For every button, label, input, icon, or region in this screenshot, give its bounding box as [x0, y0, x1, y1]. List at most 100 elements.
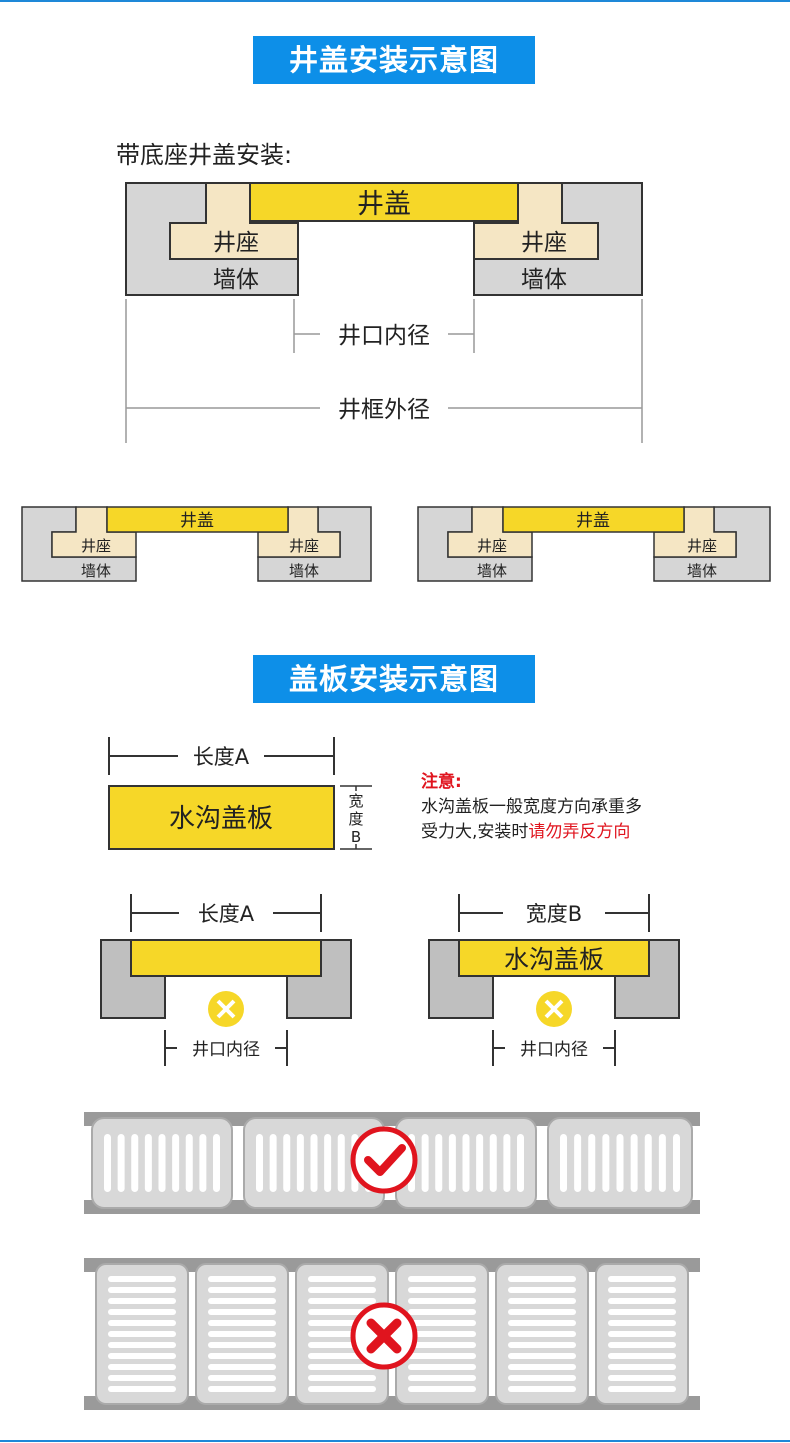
- grate-slot: [283, 1134, 291, 1192]
- grate-slot: [608, 1298, 676, 1304]
- grate-slot: [208, 1320, 276, 1326]
- wall-label-right-small-2: 墙体: [687, 562, 717, 580]
- grate-slot: [608, 1331, 676, 1337]
- grate-slot: [117, 1134, 125, 1192]
- grate-slot: [476, 1134, 484, 1192]
- grate-slot: [408, 1320, 476, 1326]
- grate-slot: [608, 1342, 676, 1348]
- grate-slot: [172, 1134, 180, 1192]
- grate-slot: [108, 1298, 176, 1304]
- grate-slot: [508, 1386, 576, 1392]
- grate-slot: [448, 1134, 456, 1192]
- grate-slot: [517, 1134, 524, 1192]
- grate-slot: [337, 1134, 345, 1192]
- grate-slot: [508, 1320, 576, 1326]
- grate-slot: [296, 1134, 304, 1192]
- cover-label-small-1: 井盖: [180, 511, 214, 531]
- grate-slot: [508, 1353, 576, 1359]
- grate-slot: [308, 1287, 376, 1293]
- grate-slot: [588, 1134, 596, 1192]
- grate-slot: [158, 1134, 166, 1192]
- note-warning-text: 请勿弄反方向: [528, 822, 631, 842]
- grate-slot: [269, 1134, 277, 1192]
- inner-diameter-label: 井口内径: [338, 323, 430, 349]
- cover-label-large: 井盖: [357, 189, 411, 220]
- note-line-1: 水沟盖板一般宽度方向承重多: [421, 797, 642, 817]
- grate-slot: [108, 1386, 176, 1392]
- well-cover-small-diagram-1: 井盖 井座 井座 墙体 墙体: [21, 506, 372, 582]
- grate-slot: [435, 1134, 443, 1192]
- grate-slot: [408, 1331, 476, 1337]
- installation-note: 注意: 水沟盖板一般宽度方向承重多 受力大,安装时请勿弄反方向: [421, 770, 721, 845]
- grate-slot: [199, 1134, 207, 1192]
- grate-slot: [408, 1309, 476, 1315]
- grate-slot: [574, 1134, 582, 1192]
- wall-label-right-small-1: 墙体: [289, 562, 319, 580]
- grate-slot: [408, 1364, 476, 1370]
- grate-slot: [104, 1134, 111, 1192]
- top-border-line: [0, 0, 790, 2]
- install-a-plate: [130, 939, 322, 977]
- grate-slot: [108, 1353, 176, 1359]
- plate-width-char-3: B: [351, 828, 361, 846]
- plate-width-char-1: 宽: [348, 792, 363, 810]
- section1-subtitle: 带底座井盖安装:: [116, 141, 293, 169]
- grate-correct-diagram: [84, 1112, 700, 1214]
- grate-slot: [408, 1353, 476, 1359]
- grate-slot: [503, 1134, 511, 1192]
- grate-slot: [208, 1364, 276, 1370]
- grate-slot: [131, 1134, 139, 1192]
- cover-label-small-2: 井盖: [576, 511, 610, 531]
- grate-correct-rail-top: [84, 1112, 700, 1126]
- install-b-inner-label: 井口内径: [520, 1040, 588, 1060]
- grate-slot: [185, 1134, 193, 1192]
- grate-slot: [208, 1276, 276, 1282]
- seat-label-left-small-2: 井座: [477, 537, 507, 555]
- grate-slot: [308, 1386, 376, 1392]
- grate-slot: [208, 1342, 276, 1348]
- plate-name-label: 水沟盖板: [169, 804, 273, 834]
- grate-wrong-panels: [95, 1263, 689, 1405]
- grate-slot: [608, 1320, 676, 1326]
- grate-slot: [608, 1276, 676, 1282]
- install-b-width-label: 宽度B: [526, 902, 582, 926]
- outer-diameter-label: 井框外径: [338, 397, 430, 423]
- seat-label-left-large: 井座: [213, 230, 259, 256]
- grate-slot: [108, 1375, 176, 1381]
- grate-slot: [108, 1364, 176, 1370]
- install-b-screw-mark-2: [544, 999, 564, 1019]
- note-title: 注意:: [421, 772, 462, 792]
- grate-slot: [608, 1386, 676, 1392]
- grate-slot: [644, 1134, 652, 1192]
- grate-slot: [108, 1342, 176, 1348]
- grate-slot: [673, 1134, 680, 1192]
- checkmark-icon: [350, 1126, 418, 1194]
- install-a-inner-label: 井口内径: [192, 1040, 260, 1060]
- note-line-2: 受力大,安装时请勿弄反方向: [421, 820, 721, 845]
- grate-slot: [658, 1134, 666, 1192]
- grate-slot: [408, 1298, 476, 1304]
- grate-slot: [208, 1309, 276, 1315]
- drain-cover-plate: [108, 785, 335, 850]
- checkmark-stroke: [364, 1144, 406, 1176]
- wall-label-right-large: 墙体: [521, 267, 567, 293]
- grate-slot: [308, 1276, 376, 1282]
- grate-slot: [462, 1134, 470, 1192]
- grate-slot: [408, 1287, 476, 1293]
- grate-slot: [208, 1287, 276, 1293]
- grate-slot: [489, 1134, 497, 1192]
- install-b-plate-label: 水沟盖板: [504, 945, 604, 974]
- grate-slot: [208, 1298, 276, 1304]
- install-a-screw-mark-2: [216, 999, 236, 1019]
- cover-large: [249, 182, 519, 222]
- grate-slot: [508, 1375, 576, 1381]
- plate-dimension-diagram: 长度A 水沟盖板 宽 度 B: [108, 737, 372, 850]
- grate-slot: [108, 1309, 176, 1315]
- grate-slot: [308, 1298, 376, 1304]
- grate-slot: [508, 1342, 576, 1348]
- grate-slot: [213, 1134, 220, 1192]
- cover-small-2: [502, 506, 685, 533]
- section1-banner: 井盖安装示意图: [253, 36, 535, 84]
- install-a-length-label: 长度A: [198, 902, 255, 926]
- wall-label-left-small-1: 墙体: [81, 562, 111, 580]
